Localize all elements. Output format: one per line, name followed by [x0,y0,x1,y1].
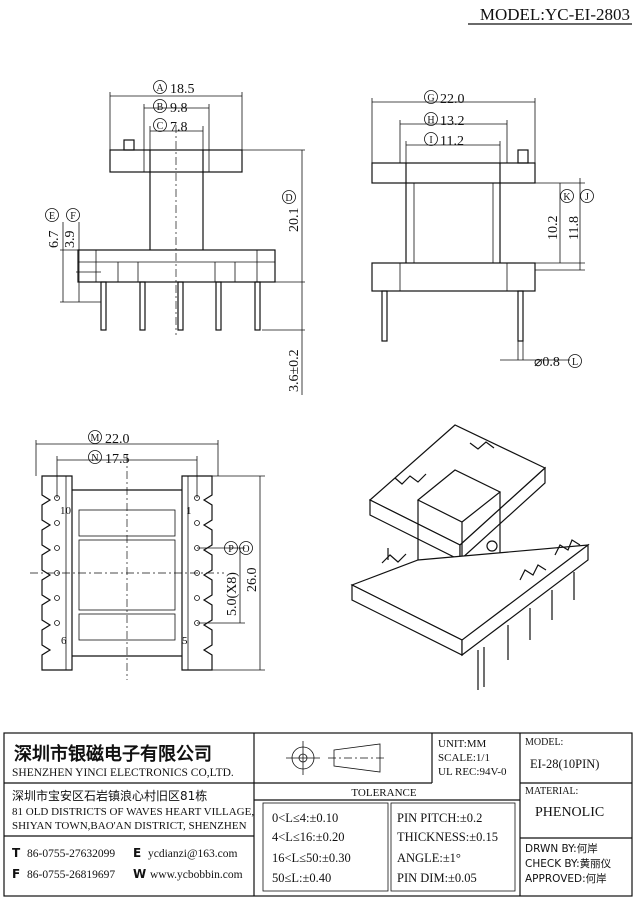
label-p-circle [224,541,238,555]
label-d-circle [282,190,296,204]
label-g-circle [424,90,438,104]
label-l-letter: L [572,357,578,368]
web-label: W [133,867,146,881]
label-o-letter: O [242,544,249,555]
dim-e-value: 6.7 [47,231,62,249]
label-p-letter: P [228,544,234,555]
label-k-circle [560,189,574,203]
label-a-circle [153,80,167,94]
front-view [60,92,305,395]
pin-pitch-tol: PIN PITCH:±0.2 [397,811,482,825]
tel-label: T [12,846,21,860]
email-value: ycdianzi@163.com [148,848,238,860]
label-b-letter: B [157,102,164,113]
side-view [371,98,585,361]
unit-text: UNIT:MM [438,738,487,750]
label-m-circle [88,430,102,444]
web-value: www.ycbobbin.com [150,869,243,881]
pin-label-10: 10 [60,505,72,517]
label-c-letter: C [157,121,164,132]
label-i-letter: I [429,135,432,146]
label-a-letter: A [156,83,164,94]
material-label: MATERIAL: [525,786,578,797]
pin-dim-tol: PIN DIM:±0.05 [397,871,477,885]
label-n-letter: N [91,453,98,464]
title-block [3,732,633,897]
tolerance-row-3: 16<L≤50:±0.30 [272,851,351,865]
label-d-letter: D [285,193,292,204]
dim-a-value: 18.5 [170,82,195,97]
address-cn: 深圳市宝安区石岩镇浪心村旧区81栋 [12,788,207,803]
label-e-letter: E [49,211,55,222]
material-value: PHENOLIC [535,805,604,820]
model-label: MODEL: [525,737,563,748]
address-en-line2: SHIYAN TOWN,BAO'AN DISTRICT, SHENZHEN [12,820,247,832]
fax-label: F [12,867,20,881]
label-n-circle [88,450,102,464]
tolerance-row-1: 0<L≤4:±0.10 [272,811,338,825]
tolerance-row-2: 4<L≤16:±0.20 [272,830,345,844]
drawn-by: DRWN BY:何岸 [525,842,598,855]
label-j-letter: J [585,192,589,203]
tolerance-title: TOLERANCE [351,787,416,799]
label-j-circle [580,189,594,203]
bottom-view [30,440,265,680]
dim-m-value: 22.0 [105,432,130,447]
model-value: EI-28(10PIN) [530,757,599,771]
dim-h-value: 13.2 [440,114,465,129]
dim-pitch-value: 5.0(X8) [225,572,240,616]
ul-text: UL REC:94V-0 [438,766,507,778]
thickness-tol: THICKNESS:±0.15 [397,830,498,844]
label-m-letter: M [91,433,100,444]
label-e-circle [45,208,59,222]
label-l-circle [568,354,582,368]
address-en-line1: 81 OLD DISTRICTS OF WAVES HEART VILLAGE, [12,806,254,818]
fax-value: 86-0755-26819697 [27,869,115,881]
dim-c-value: 7.8 [170,120,188,135]
company-name-cn: 深圳市银磁电子有限公司 [14,743,212,765]
dim-i-value: 11.2 [440,134,464,149]
dim-pin-length: 3.6±0.2 [287,349,302,392]
label-g-letter: G [427,93,434,104]
label-f-circle [66,208,80,222]
tel-value: 86-0755-27632099 [27,848,115,860]
dim-j-value: 11.8 [567,216,582,240]
label-k-letter: K [563,192,571,203]
dim-k-value: 10.2 [546,216,561,241]
tolerance-row-4: 50≤L:±0.40 [272,871,331,885]
label-b-circle [153,99,167,113]
label-o-circle [239,541,253,555]
pin-label-5: 5 [182,635,188,647]
dim-f-value: 3.9 [63,231,78,249]
scale-text: SCALE:1/1 [438,752,490,764]
angle-tol: ANGLE:±1° [397,851,461,865]
pin-label-6: 6 [61,635,67,647]
email-label: E [133,846,141,860]
label-i-circle [424,132,438,146]
pin-label-1: 1 [186,505,192,517]
dim-pin-dia: ⌀0.8 [534,355,560,370]
model-header: MODEL:YC-EI-2803 [480,5,630,24]
label-f-letter: F [70,211,76,222]
approved-by: APPROVED:何岸 [525,872,607,885]
check-by: CHECK BY:黄丽仪 [525,857,612,870]
company-name-en: SHENZHEN YINCI ELECTRONICS CO,LTD. [12,767,234,779]
isometric-view [350,424,590,690]
label-c-circle [153,118,167,132]
dim-height-value: 26.0 [245,568,260,593]
dim-n-value: 17.5 [105,452,130,467]
dim-d-value: 20.1 [287,208,302,233]
label-h-letter: H [427,115,434,126]
dim-g-value: 22.0 [440,92,465,107]
dim-b-value: 9.8 [170,101,188,116]
label-h-circle [424,112,438,126]
